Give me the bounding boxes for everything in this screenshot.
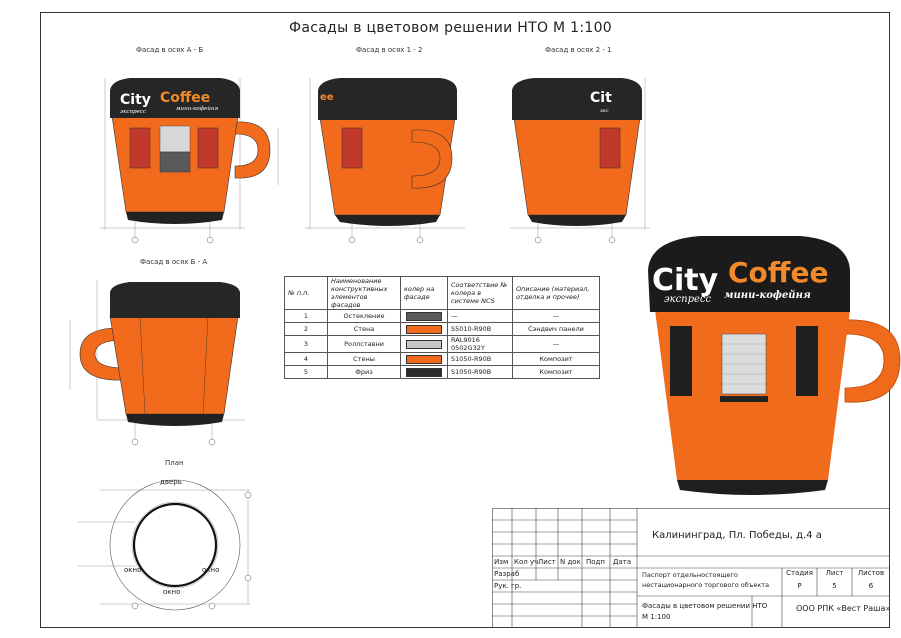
spec-cell-n: 4 [284,352,328,366]
spec-cell-ncs: S1050-R90B [447,352,513,366]
spec-h-color: колер на фасаде [400,276,448,310]
sheet-name: Фасады в цветовом решении НТО [642,602,768,610]
plan-window-left-label: окно [124,566,142,574]
brand-city-ab: City [120,92,151,108]
col-kol: Кол уч [514,558,539,566]
brand-sub-render: мини-кофейня [724,290,811,301]
plan-drawing [78,479,252,611]
brand-coffee-ab: Coffee [160,90,210,106]
title-block: Калининград, Пл. Победы, д.4 а Изм Кол у… [492,508,890,628]
spec-cell-ncs: RAL9016 0502G32Y [447,335,513,353]
spec-color-swatch-cell [400,365,448,379]
view-label-ab: Фасад в осях А - Б [136,46,204,54]
brand-express-ab: экспресс [120,109,146,115]
spec-cell-desc: — [512,335,600,353]
spec-cell-desc: — [512,309,600,323]
sheet-scale: М 1:100 [642,613,671,621]
spec-cell-name: Остекление [327,309,401,323]
sheets-header: Листов [857,569,885,577]
facade-12: ее [305,78,465,244]
spec-cell-desc: Сэндвич панели [512,322,600,336]
kiosk-render: City Coffee экспресс мини-кофейня [648,236,901,495]
stage-header: Стадия [786,569,813,577]
facade-ba [69,280,245,446]
spec-table: № п.п. Наименование конструктивных элеме… [284,276,600,379]
spec-h-num: № п.п. [284,276,328,310]
spec-color-swatch-cell [400,352,448,366]
spec-color-swatch-cell [400,322,448,336]
col-data: Дата [613,558,632,566]
facade-ab: City Coffee экспресс мини-кофейня [100,78,279,244]
col-izm: Изм [494,558,509,566]
sheet-value: 5 [832,582,837,590]
brand-city-render: City [652,263,719,298]
spec-cell-ncs: S5010-R90B [447,322,513,336]
row-ruk: Рук. гр. [494,582,522,590]
spec-cell-name: Стена [327,322,401,336]
organization: ООО РПК «Вест Раша» [796,604,891,613]
col-ndoc: N док [560,558,581,566]
svg-text:Cit: Cit [590,90,612,106]
color-swatch [406,311,442,321]
view-label-plan: План [165,459,184,467]
brand-express-render: экспресс [664,294,712,305]
spec-cell-n: 1 [284,309,328,323]
sheets-value: 6 [868,582,874,590]
spec-cell-name: Фриз [327,365,401,379]
color-swatch [406,367,442,377]
plan-window-right-label: окно [202,566,220,574]
view-label-12: Фасад в осях 1 - 2 [356,46,423,54]
spec-cell-name: Стены [327,352,401,366]
sheet-header: Лист [825,569,844,577]
spec-h-name: Наименование конструктивных элементов фа… [327,276,401,310]
spec-cell-n: 2 [284,322,328,336]
row-razrab: Разраб [494,570,520,578]
plan-door-label: дверь [160,478,182,486]
spec-cell-ncs: — [447,309,513,323]
spec-cell-n: 3 [284,335,328,353]
color-swatch [406,354,442,364]
spec-h-ncs: Соответствие № колера в системе NCS [447,276,513,310]
svg-text:экс: экс [600,108,609,114]
facade-21: Cit экс [510,78,650,244]
spec-cell-n: 5 [284,365,328,379]
view-label-ba: Фасад в осях Б - А [140,258,208,266]
spec-color-swatch-cell [400,335,448,353]
color-swatch [406,324,442,334]
document-name: Паспорт отдельностоящего нестационарного… [642,571,770,589]
brand-coffee-render: Coffee [728,256,828,289]
spec-header-row: № п.п. Наименование конструктивных элеме… [284,276,600,310]
drawing-frame [40,12,890,628]
title-block-grid [492,508,890,628]
plan-window-bottom-label: окно [163,588,181,596]
spec-h-desc: Описание (материал, отделка и прочее) [512,276,600,310]
col-list: Лист [538,558,556,566]
spec-cell-name: Роллставни [327,335,401,353]
view-label-21: Фасад в осях 2 - 1 [545,46,612,54]
brand-sub-ab: мини-кофейня [176,105,218,112]
spec-cell-desc: Композит [512,365,600,379]
sheet-title: Фасады в цветовом решении НТО М 1:100 [289,20,612,36]
stage-value: Р [797,582,802,590]
spec-cell-ncs: S1050-R90B [447,365,513,379]
spec-cell-desc: Композит [512,352,600,366]
color-swatch [406,339,442,349]
brand-fragment-12: ее [320,92,334,103]
address: Калининград, Пл. Победы, д.4 а [652,530,822,541]
col-podp: Подп [586,558,605,566]
spec-color-swatch-cell [400,309,448,323]
